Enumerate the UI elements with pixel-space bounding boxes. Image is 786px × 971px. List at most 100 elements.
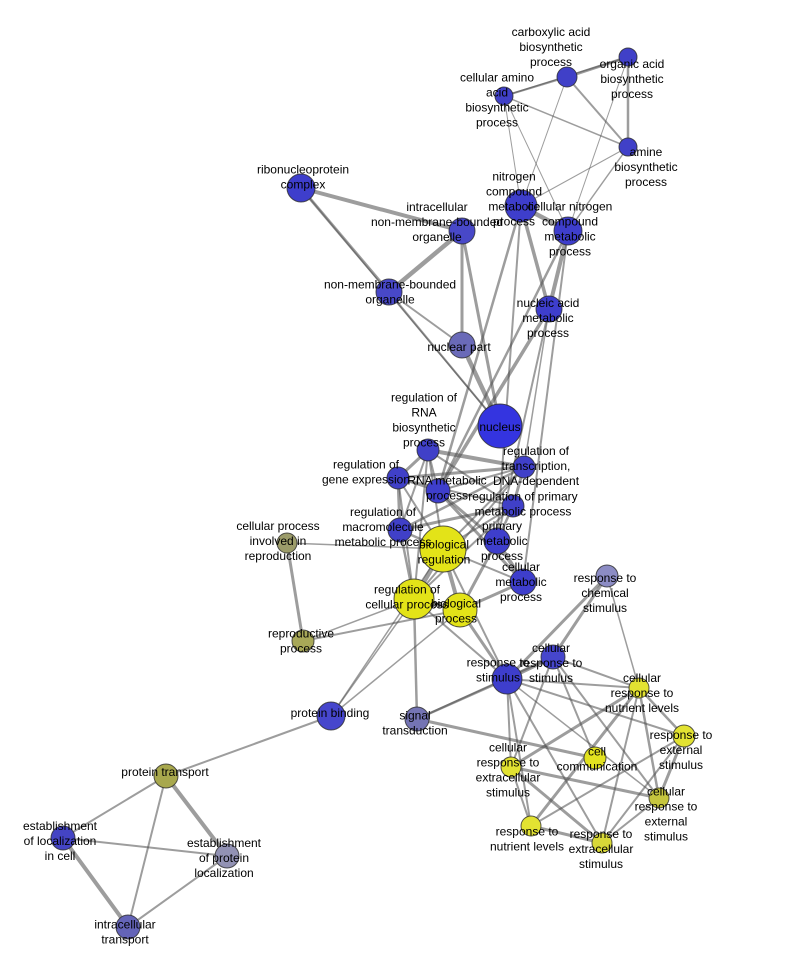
graph-node-bio-reg[interactable] (419, 525, 467, 573)
graph-edge-cell-resp--cell-comm[interactable] (552, 656, 596, 759)
graph-edge-carbox--amine[interactable] (566, 76, 629, 148)
graph-edge-resp-ext--resp-extracell[interactable] (601, 735, 685, 844)
graph-node-cr-ext[interactable] (648, 787, 670, 809)
graph-edge-nmbo--nucpart[interactable] (388, 291, 463, 346)
graph-edge-nitrogen--prim-met[interactable] (496, 205, 522, 542)
graph-node-resp-chem[interactable] (595, 564, 619, 588)
graph-edge-cell-resp--cr-ext[interactable] (552, 656, 660, 799)
graph-edge-nucleic--reg-tx[interactable] (523, 308, 550, 468)
graph-edge-cell-resp--signal[interactable] (416, 656, 554, 720)
graph-edge-bio-proc--repro[interactable] (302, 609, 461, 642)
graph-node-nmbo[interactable] (375, 278, 403, 306)
graph-node-cell-comm[interactable] (583, 746, 607, 770)
graph-node-nucpart[interactable] (448, 331, 476, 359)
graph-edge-nitrogen--nucleic[interactable] (519, 204, 551, 311)
graph-node-cell-resp[interactable] (540, 644, 566, 670)
graph-edge-cp-repro--bio-reg[interactable] (286, 542, 444, 550)
graph-node-intra-trans[interactable] (115, 914, 141, 940)
graph-edge-resp-stim--resp-extracell[interactable] (506, 678, 603, 844)
graph-edge-amino--amine[interactable] (503, 95, 629, 148)
graph-edge-reg-tx--reg-macro[interactable] (398, 465, 526, 532)
graph-edge-cnitrogen--rna-met[interactable] (436, 229, 570, 493)
graph-node-reg-tx[interactable] (512, 455, 536, 479)
graph-node-cp-repro[interactable] (276, 532, 298, 554)
graph-edge-amino--nitrogen[interactable] (503, 95, 522, 207)
graph-edge-nitrogen--rna-met[interactable] (436, 204, 523, 493)
graph-node-resp-stim[interactable] (491, 663, 523, 695)
graph-node-rnp[interactable] (286, 173, 316, 203)
graph-edge-cp-repro--repro[interactable] (285, 541, 305, 643)
graph-edge-rnp--inmbo[interactable] (299, 186, 464, 233)
graph-node-reg-rna[interactable] (416, 438, 440, 462)
graph-node-amine[interactable] (618, 137, 638, 157)
graph-edge-resp-extracell--cr-extracell[interactable] (509, 765, 604, 845)
graph-edge-reg-ge--reg-prim[interactable] (397, 477, 514, 507)
graph-edge-cnitrogen--cell-met[interactable] (522, 230, 569, 583)
graph-edge-resp-extracell--cr-ext[interactable] (601, 797, 660, 844)
graph-edge-nucleic--rna-met[interactable] (436, 307, 551, 493)
graph-node-resp-extracell[interactable] (591, 832, 613, 854)
graph-edge-reg-rna--reg-macro[interactable] (399, 449, 429, 531)
graph-edge-resp-chem--cr-nutrient[interactable] (606, 575, 640, 689)
graph-edge-cr-nutrient--cr-ext[interactable] (637, 686, 661, 800)
graph-edge-carbox--nitrogen[interactable] (520, 76, 568, 207)
graph-edge-prot-bind--bio-reg[interactable] (330, 548, 444, 717)
graph-edge-cr-extracell--cr-ext[interactable] (509, 765, 661, 800)
graph-edge-reg-rna--reg-tx[interactable] (426, 448, 526, 469)
graph-node-signal[interactable] (404, 706, 430, 732)
graph-node-repro[interactable] (291, 629, 315, 653)
graph-edge-prot-bind--bio-proc[interactable] (330, 609, 461, 717)
graph-edge-prot-trans--intra-trans[interactable] (127, 775, 167, 928)
graph-edge-cr-nutrient--cr-extracell[interactable] (509, 686, 641, 769)
graph-node-nitrogen[interactable] (504, 189, 538, 223)
graph-node-prot-trans[interactable] (153, 763, 179, 789)
graph-node-nucleic[interactable] (535, 295, 563, 323)
graph-edge-cell-resp--resp-chem[interactable] (551, 574, 609, 659)
graph-node-resp-ext[interactable] (672, 724, 696, 748)
graph-node-reg-macro[interactable] (387, 517, 413, 543)
graph-node-inmbo[interactable] (448, 217, 476, 245)
graph-edge-amine--cnitrogen[interactable] (567, 146, 629, 232)
graph-node-reg-ge[interactable] (386, 466, 410, 490)
graph-edge-cell-comm--signal[interactable] (415, 717, 597, 760)
graph-edge-resp-stim--resp-nutrient[interactable] (506, 678, 532, 827)
graph-node-prim-met[interactable] (483, 527, 511, 555)
graph-edge-reg-tx--rna-met[interactable] (437, 466, 525, 492)
graph-edge-resp-stim--cr-ext[interactable] (506, 678, 660, 799)
graph-edge-cell-resp--cr-extracell[interactable] (510, 656, 554, 768)
graph-node-cell-met[interactable] (509, 568, 537, 596)
graph-node-cr-extracell[interactable] (500, 756, 522, 778)
graph-edge-resp-stim--resp-ext[interactable] (506, 678, 685, 737)
graph-edge-est-loc--intra-trans[interactable] (61, 836, 130, 929)
graph-edge-cr-nutrient--resp-extracell[interactable] (601, 687, 640, 844)
graph-edge-inmbo--nucleus[interactable] (460, 229, 502, 428)
graph-node-reg-cellp[interactable] (393, 578, 435, 620)
graph-edge-prot-trans--est-prot[interactable] (164, 774, 229, 858)
graph-edge-nmbo--nucleus[interactable] (388, 291, 501, 427)
graph-node-cnitrogen[interactable] (553, 216, 583, 246)
graph-edge-prot-bind--prot-trans[interactable] (165, 715, 332, 777)
graph-edge-reg-tx--reg-ge[interactable] (396, 465, 526, 480)
graph-edge-reg-prim--reg-macro[interactable] (398, 504, 515, 532)
graph-edge-resp-extracell--resp-nutrient[interactable] (529, 824, 604, 845)
graph-node-nucleus[interactable] (477, 403, 523, 449)
graph-node-organic[interactable] (618, 47, 638, 67)
graph-edge-resp-stim--resp-chem[interactable] (505, 574, 609, 681)
graph-edge-amine--nitrogen[interactable] (520, 146, 629, 207)
graph-node-est-prot[interactable] (214, 843, 240, 869)
graph-edge-organic--cnitrogen[interactable] (567, 56, 629, 232)
graph-edge-resp-ext--resp-nutrient[interactable] (530, 735, 685, 827)
graph-node-cr-nutrient[interactable] (628, 677, 650, 699)
graph-node-prot-bind[interactable] (316, 701, 346, 731)
graph-edge-prot-trans--est-loc[interactable] (62, 775, 167, 839)
graph-edge-inmbo--nmbo[interactable] (386, 228, 465, 295)
graph-node-resp-nutrient[interactable] (520, 815, 542, 837)
graph-node-est-loc[interactable] (50, 825, 76, 851)
graph-node-bio-proc[interactable] (442, 592, 478, 628)
graph-edge-cell-resp--cr-nutrient[interactable] (552, 656, 640, 689)
graph-node-rna-met[interactable] (425, 478, 451, 504)
graph-edge-est-prot--intra-trans[interactable] (127, 855, 228, 928)
graph-node-reg-prim[interactable] (501, 494, 525, 518)
graph-node-carbox[interactable] (556, 66, 578, 88)
